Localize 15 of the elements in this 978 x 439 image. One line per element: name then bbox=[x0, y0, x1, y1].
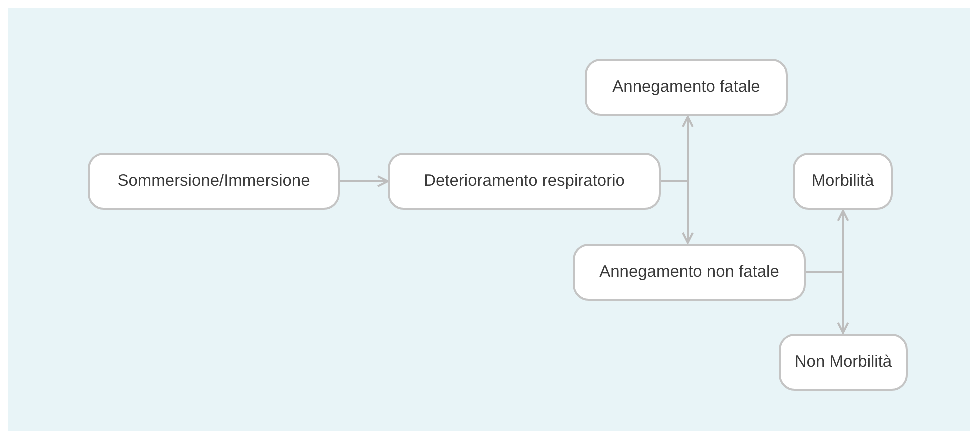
process-box bbox=[779, 334, 908, 391]
process-box bbox=[573, 244, 806, 301]
box-label: Annegamento fatale bbox=[612, 78, 760, 97]
process-box bbox=[793, 153, 893, 210]
arrow bbox=[806, 272, 850, 334]
process-box bbox=[88, 153, 340, 210]
arrow bbox=[661, 180, 694, 244]
box-label: Morbilità bbox=[812, 172, 874, 191]
box-label: Deterioramento respiratorio bbox=[424, 172, 625, 191]
arrow bbox=[340, 176, 389, 188]
box-label: Non Morbilità bbox=[794, 353, 892, 372]
box-label: Sommersione/Immersione bbox=[118, 172, 310, 191]
process-box bbox=[585, 59, 788, 116]
process-box bbox=[388, 153, 661, 210]
box-label: Annegamento non fatale bbox=[600, 263, 780, 282]
